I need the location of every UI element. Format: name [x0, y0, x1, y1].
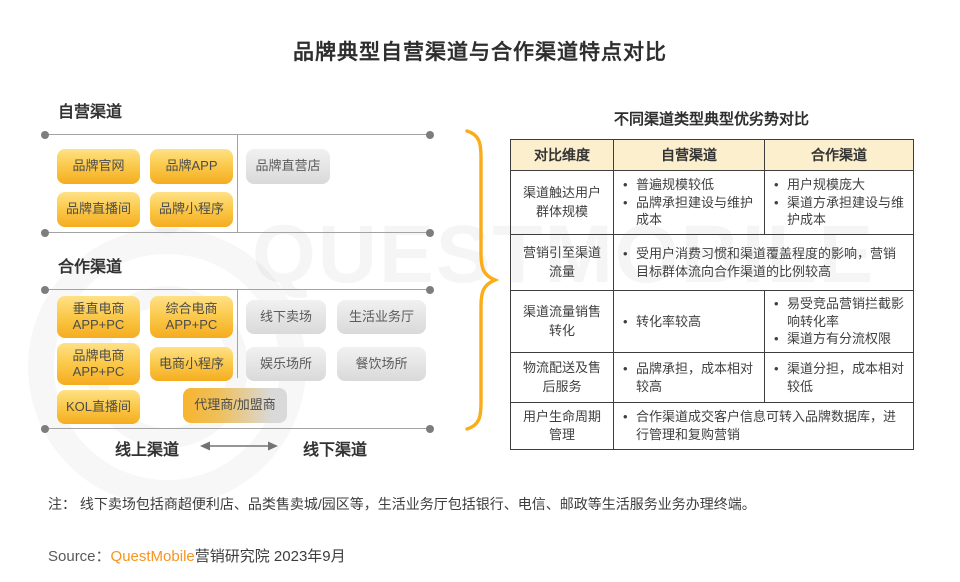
box-brand-website: 品牌官网 — [57, 149, 140, 184]
bullet-item: 用户规模庞大 — [772, 176, 908, 194]
box-vertical-ecommerce: 垂直电商 APP+PC — [57, 296, 140, 338]
bullet-item: 渠道分担，成本相对较低 — [772, 360, 908, 395]
table-header-row: 对比维度 自营渠道 合作渠道 — [510, 139, 914, 171]
box-entertainment-venue: 娱乐场所 — [246, 347, 326, 381]
line-dot — [41, 285, 49, 294]
self-section-divider — [237, 135, 238, 232]
self-cell: 品牌承担，成本相对较高 — [613, 352, 765, 403]
source-suffix: 营销研究院 2023年9月 — [194, 548, 346, 565]
source-brand: QuestMobile — [110, 548, 195, 565]
line-dot — [41, 130, 49, 139]
line-dot — [41, 228, 49, 237]
dimension-cell: 渠道触达用户群体规模 — [510, 170, 614, 235]
box-ecommerce-miniprogram: 电商小程序 — [150, 347, 233, 381]
footnote: 注： 线下卖场包括商超便利店、品类售卖城/园区等，生活业务厅包括银行、电信、邮政… — [48, 496, 756, 512]
two-way-arrow-icon — [200, 441, 278, 451]
self-channels-label: 自营渠道 — [58, 104, 123, 121]
channels-diagram: 自营渠道 品牌官网 品牌APP 品牌直营店 品牌直播间 品牌小程序 合作渠道 垂… — [40, 95, 440, 475]
box-brand-store: 品牌直营店 — [246, 149, 330, 184]
line-dot — [426, 424, 434, 433]
bullet-item: 易受竞品营销拦截影响转化率 — [772, 295, 908, 330]
axis-online-label: 线上渠道 — [114, 442, 179, 459]
row-marketing-traffic: 营销引至渠道流量 受用户消费习惯和渠道覆盖程度的影响，营销目标群体流向合作渠道的… — [510, 234, 914, 291]
box-general-ecommerce: 综合电商 APP+PC — [150, 296, 233, 338]
self-cell: 转化率较高 — [613, 290, 765, 353]
header-coop-channel: 合作渠道 — [764, 139, 914, 171]
coop-section-divider — [237, 290, 238, 378]
table-title: 不同渠道类型典型优劣势对比 — [613, 111, 809, 128]
box-brand-ecommerce: 品牌电商 APP+PC — [57, 343, 140, 385]
header-self-channel: 自营渠道 — [613, 139, 765, 171]
bullet-item: 渠道方有分流权限 — [772, 330, 908, 348]
comparison-table-section: 不同渠道类型典型优劣势对比 对比维度 自营渠道 合作渠道 渠道触达用户群体规模 … — [510, 108, 914, 450]
header-dimension: 对比维度 — [510, 139, 614, 171]
bullet-item: 渠道方承担建设与维护成本 — [772, 194, 908, 229]
bullet-item: 转化率较高 — [621, 313, 759, 331]
bullet-item: 品牌承担建设与维护成本 — [621, 194, 759, 229]
row-user-reach: 渠道触达用户群体规模 普遍规模较低 品牌承担建设与维护成本 用户规模庞大 渠道方… — [510, 170, 914, 235]
brace-icon — [465, 129, 499, 431]
coop-channels-label: 合作渠道 — [58, 259, 123, 276]
page-title: 品牌典型自营渠道与合作渠道特点对比 — [293, 41, 667, 64]
bullet-item: 合作渠道成交客户信息可转入品牌数据库，进行管理和复购营销 — [621, 408, 908, 443]
span-cell: 合作渠道成交客户信息可转入品牌数据库，进行管理和复购营销 — [613, 402, 914, 450]
dimension-cell: 用户生命周期管理 — [510, 402, 614, 450]
dimension-cell: 营销引至渠道流量 — [510, 234, 614, 291]
coop-cell: 用户规模庞大 渠道方承担建设与维护成本 — [764, 170, 914, 235]
line-dot — [41, 424, 49, 433]
box-kol-livestream: KOL直播间 — [57, 390, 140, 424]
row-sales-conversion: 渠道流量销售转化 转化率较高 易受竞品营销拦截影响转化率 渠道方有分流权限 — [510, 290, 914, 353]
source-prefix: Source： — [48, 548, 111, 565]
self-section-top-line — [41, 130, 434, 139]
row-lifecycle-management: 用户生命周期管理 合作渠道成交客户信息可转入品牌数据库，进行管理和复购营销 — [510, 402, 914, 450]
span-cell: 受用户消费习惯和渠道覆盖程度的影响，营销目标群体流向合作渠道的比例较高 — [613, 234, 914, 291]
source-line: Source：QuestMobile营销研究院 2023年9月 — [48, 545, 346, 566]
box-offline-store: 线下卖场 — [246, 300, 326, 334]
box-dining-venue: 餐饮场所 — [337, 347, 426, 381]
bullet-item: 受用户消费习惯和渠道覆盖程度的影响，营销目标群体流向合作渠道的比例较高 — [621, 245, 908, 280]
dimension-cell: 物流配送及售后服务 — [510, 352, 614, 403]
coop-cell: 渠道分担，成本相对较低 — [764, 352, 914, 403]
box-agent-franchisee: 代理商/加盟商 — [183, 388, 287, 423]
coop-section-top-line — [41, 285, 434, 294]
bullet-item: 普遍规模较低 — [621, 176, 759, 194]
box-brand-miniprogram: 品牌小程序 — [150, 192, 233, 227]
box-brand-livestream: 品牌直播间 — [57, 192, 140, 227]
self-cell: 普遍规模较低 品牌承担建设与维护成本 — [613, 170, 765, 235]
coop-section-bottom-line — [41, 424, 434, 433]
dimension-cell: 渠道流量销售转化 — [510, 290, 614, 353]
coop-cell: 易受竞品营销拦截影响转化率 渠道方有分流权限 — [764, 290, 914, 353]
line-dot — [426, 228, 434, 237]
axis-offline-label: 线下渠道 — [302, 442, 367, 459]
line-dot — [426, 285, 434, 294]
self-section-bottom-line — [41, 228, 434, 237]
box-brand-app: 品牌APP — [150, 149, 233, 184]
box-life-service-hall: 生活业务厅 — [337, 300, 426, 334]
comparison-table: 对比维度 自营渠道 合作渠道 渠道触达用户群体规模 普遍规模较低 品牌承担建设与… — [510, 139, 914, 450]
line-dot — [426, 130, 434, 139]
bullet-item: 品牌承担，成本相对较高 — [621, 360, 759, 395]
row-logistics-service: 物流配送及售后服务 品牌承担，成本相对较高 渠道分担，成本相对较低 — [510, 352, 914, 403]
